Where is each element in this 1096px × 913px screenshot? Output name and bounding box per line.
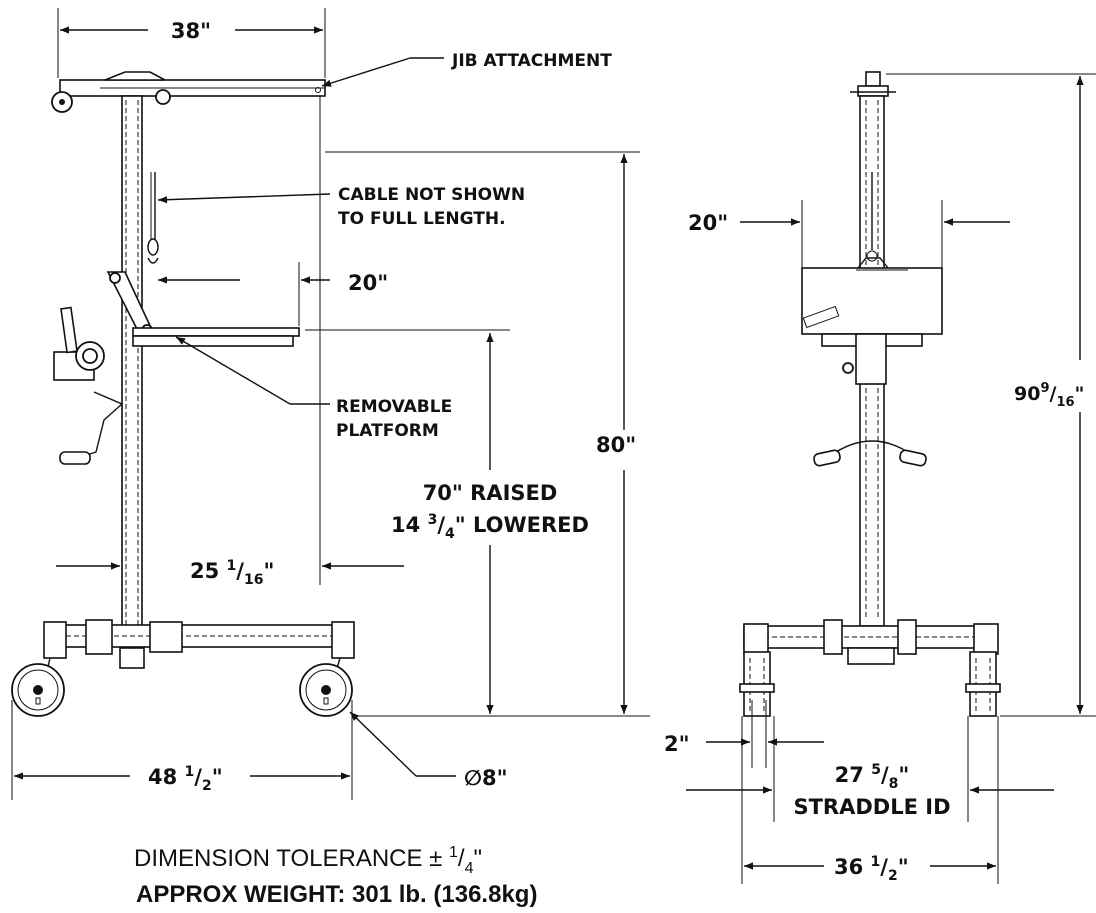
overall-width-label: 36 1/2" [834,854,909,884]
side-base [11,619,650,717]
base-length-label: 48 1/2" [148,764,223,794]
platform-width-side-label: 20" [348,271,388,295]
leg-width-label: 2" [664,732,690,756]
raised-height-label: 70" RAISED [423,481,558,505]
lowered-height-label: 14 3/4" LOWERED [391,512,589,542]
winch-handle [59,451,91,465]
removable-platform [132,335,294,347]
mast-offset-label: 25 1/16" [190,558,274,588]
jib-width-label: 38" [171,19,211,43]
winch [53,306,124,465]
wheel-diameter-label: ∅8" [464,766,508,790]
straddle-dim-label: 27 5/8" [835,762,910,792]
tolerance-note: DIMENSION TOLERANCE ± 1/4" [134,844,482,877]
side-view: 38" JIB ATTACHMENT CABLE NOT SHOWN TO FU… [11,8,650,800]
straddle-id-label: STRADDLE ID [793,795,950,819]
cable-note-line2: TO FULL LENGTH. [338,209,506,229]
front-view: 20" 909/16" 2" 27 5/8" STRADDLE ID 36 1/… [664,71,1096,884]
front-platform [801,267,943,335]
mast [121,95,143,667]
platform-width-front-label: 20" [688,211,728,235]
overall-height-label: 80" [596,433,636,457]
front-height-label: 909/16" [1014,381,1084,410]
platform-label-line2: PLATFORM [336,421,439,441]
platform-label-line1: REMOVABLE [336,397,452,417]
jib-attachment-label: JIB ATTACHMENT [451,51,612,71]
cable-note-line1: CABLE NOT SHOWN [338,185,525,205]
weight-note: APPROX WEIGHT: 301 lb. (136.8kg) [136,881,537,908]
